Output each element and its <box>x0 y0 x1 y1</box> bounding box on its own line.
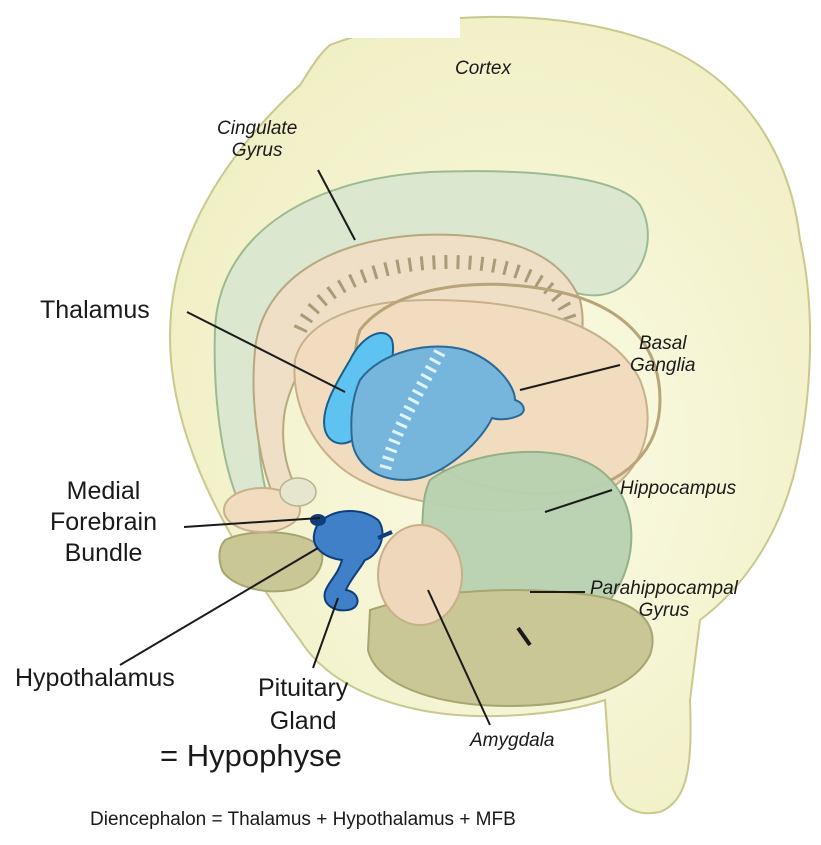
mfb-line-2: Forebrain <box>50 507 157 538</box>
footer-caption: Diencephalon = Thalamus + Hypothalamus +… <box>90 809 516 831</box>
mid-nub <box>280 478 316 506</box>
pituitary-line-1: Pituitary <box>258 672 348 705</box>
parahippo-line-1: Parahippocampal <box>590 578 738 600</box>
basal-line-2: Ganglia <box>630 355 696 377</box>
hypophyse-label: = Hypophyse <box>160 738 342 775</box>
amygdala-label: Amygdala <box>470 730 555 752</box>
basal-line-1: Basal <box>630 333 696 355</box>
left-olive-shape <box>219 532 322 591</box>
thalamus-label: Thalamus <box>40 296 150 326</box>
mfb-knob <box>310 514 326 526</box>
cingulate-gyrus-label: Cingulate Gyrus <box>217 118 297 163</box>
pituitary-line-2: Gland <box>258 705 348 738</box>
parahippocampal-label: Parahippocampal Gyrus <box>590 578 738 623</box>
mfb-label: Medial Forebrain Bundle <box>50 476 157 569</box>
basal-ganglia-label: Basal Ganglia <box>630 333 696 378</box>
top-notch <box>310 10 460 38</box>
mfb-line-3: Bundle <box>50 538 157 569</box>
amygdala-shape <box>378 525 462 625</box>
parahippo-line-2: Gyrus <box>590 600 738 622</box>
pituitary-label: Pituitary Gland <box>258 672 348 737</box>
cingulate-line-1: Cingulate <box>217 118 297 140</box>
cortex-label: Cortex <box>455 58 511 80</box>
cingulate-line-2: Gyrus <box>217 140 297 162</box>
hippocampus-label: Hippocampus <box>620 478 736 500</box>
hypothalamus-label: Hypothalamus <box>15 664 175 694</box>
mfb-line-1: Medial <box>50 476 157 507</box>
